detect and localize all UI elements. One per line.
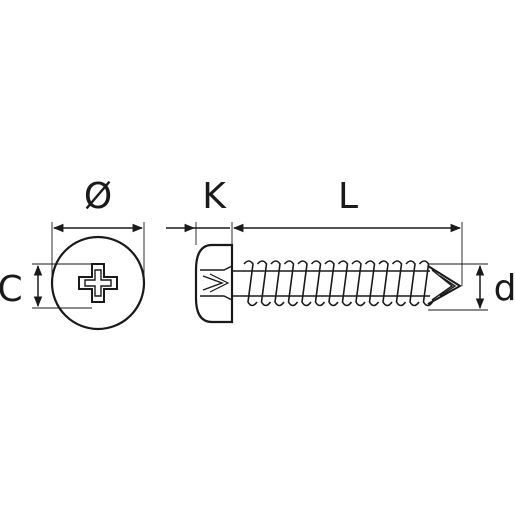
- thread-crest: [310, 260, 326, 307]
- thread-crest: [270, 260, 285, 307]
- thread-crest: [243, 260, 258, 307]
- thread-diameter-label: d: [494, 268, 515, 309]
- thread-crest: [418, 260, 434, 307]
- thread-crest: [405, 260, 420, 307]
- cross-depth-dimension: C: [0, 263, 92, 310]
- thread-crest: [297, 260, 312, 307]
- diameter-label: Ø: [84, 176, 112, 217]
- cross-depth-label: C: [0, 269, 23, 310]
- thread-crest: [364, 260, 380, 307]
- thread-crest: [324, 260, 339, 307]
- length-dimension: L: [232, 176, 463, 286]
- screw-head-top-view: [50, 235, 146, 331]
- thread-crest: [391, 260, 407, 307]
- diameter-dimension: Ø: [51, 176, 145, 283]
- thread-crests: [243, 260, 434, 307]
- thread-crest: [378, 260, 393, 307]
- thread-crest: [283, 260, 299, 307]
- thread-crest: [337, 260, 353, 307]
- length-label: L: [338, 176, 358, 217]
- head-height-dimension: K: [166, 176, 233, 245]
- thread-crest: [351, 260, 366, 307]
- thread-diameter-dimension: d: [428, 263, 515, 311]
- screw-side-view: [194, 243, 462, 324]
- head-height-label: K: [202, 176, 227, 217]
- phillips-recess-icon: [78, 263, 118, 303]
- thread-crest: [256, 260, 272, 307]
